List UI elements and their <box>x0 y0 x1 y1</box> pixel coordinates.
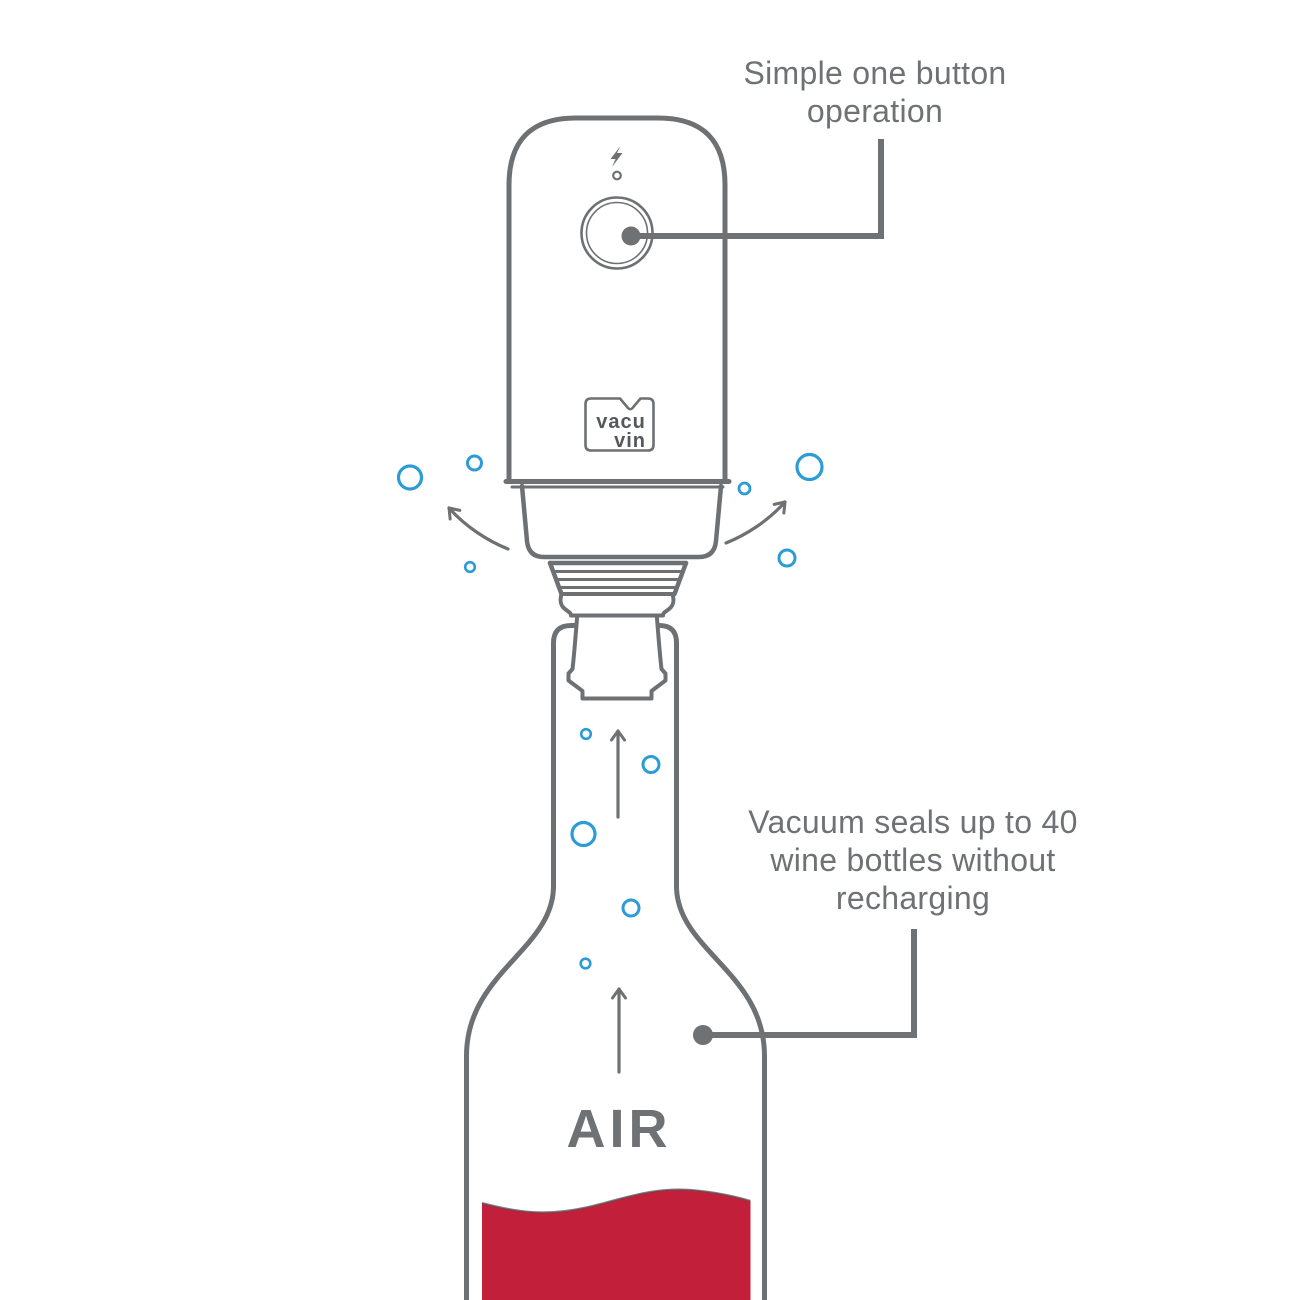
bubble <box>579 727 593 741</box>
vacuum-stopper <box>547 560 689 701</box>
wine-bottle <box>464 623 767 1300</box>
device-body <box>506 115 728 482</box>
bubble <box>463 560 477 574</box>
escaping-air <box>396 452 824 574</box>
vacu-vin-logo: vacu vin <box>584 397 655 452</box>
stopper-lip <box>558 592 676 618</box>
vacuum-pump-device: vacu vin <box>503 115 732 560</box>
logo-text-line1: vacu <box>596 411 646 433</box>
annotation-one-button-line2: operation <box>807 93 943 129</box>
leader-dot-bottle <box>693 1025 713 1045</box>
bubble <box>777 548 797 568</box>
leader-line-bottle <box>703 929 917 1038</box>
annotation-one-button-line1: Simple one button <box>743 55 1006 91</box>
wine-surface-line <box>481 1188 751 1214</box>
air-out-arrow-right <box>724 500 787 545</box>
bubble <box>579 957 592 970</box>
bottle-outline-right <box>655 623 767 1300</box>
lightning-icon <box>610 146 623 167</box>
air-out-arrow-left <box>447 506 510 551</box>
leader-line-button <box>631 139 884 239</box>
annotation-vacuum-line2: wine bottles without <box>769 842 1055 878</box>
bubble <box>737 481 752 496</box>
device-lower-housing <box>519 483 724 560</box>
air-bubbles-inside <box>570 727 661 970</box>
bubble <box>396 464 424 491</box>
callout-vacuum-seals: Vacuum seals up to 40 wine bottles witho… <box>693 804 1077 1045</box>
bubble <box>621 898 641 918</box>
led-indicator <box>612 170 622 181</box>
bubble <box>570 820 597 848</box>
leader-dot-button <box>621 226 641 246</box>
bottle-outline-left <box>464 623 580 1300</box>
logo-badge <box>584 397 655 452</box>
wine-fill <box>482 1189 751 1300</box>
annotation-vacuum-line3: recharging <box>836 880 990 916</box>
annotation-vacuum-line1: Vacuum seals up to 40 <box>748 804 1077 840</box>
bubble <box>641 755 661 774</box>
airflow-arrows <box>610 729 627 1074</box>
air-label: AIR <box>567 1099 672 1159</box>
stopper-ribs <box>547 560 689 597</box>
stopper-column <box>566 610 668 701</box>
bubble <box>795 452 824 482</box>
bubble <box>466 454 483 472</box>
logo-text-line2: vin <box>614 430 646 452</box>
callout-one-button: Simple one button operation <box>621 55 1006 246</box>
